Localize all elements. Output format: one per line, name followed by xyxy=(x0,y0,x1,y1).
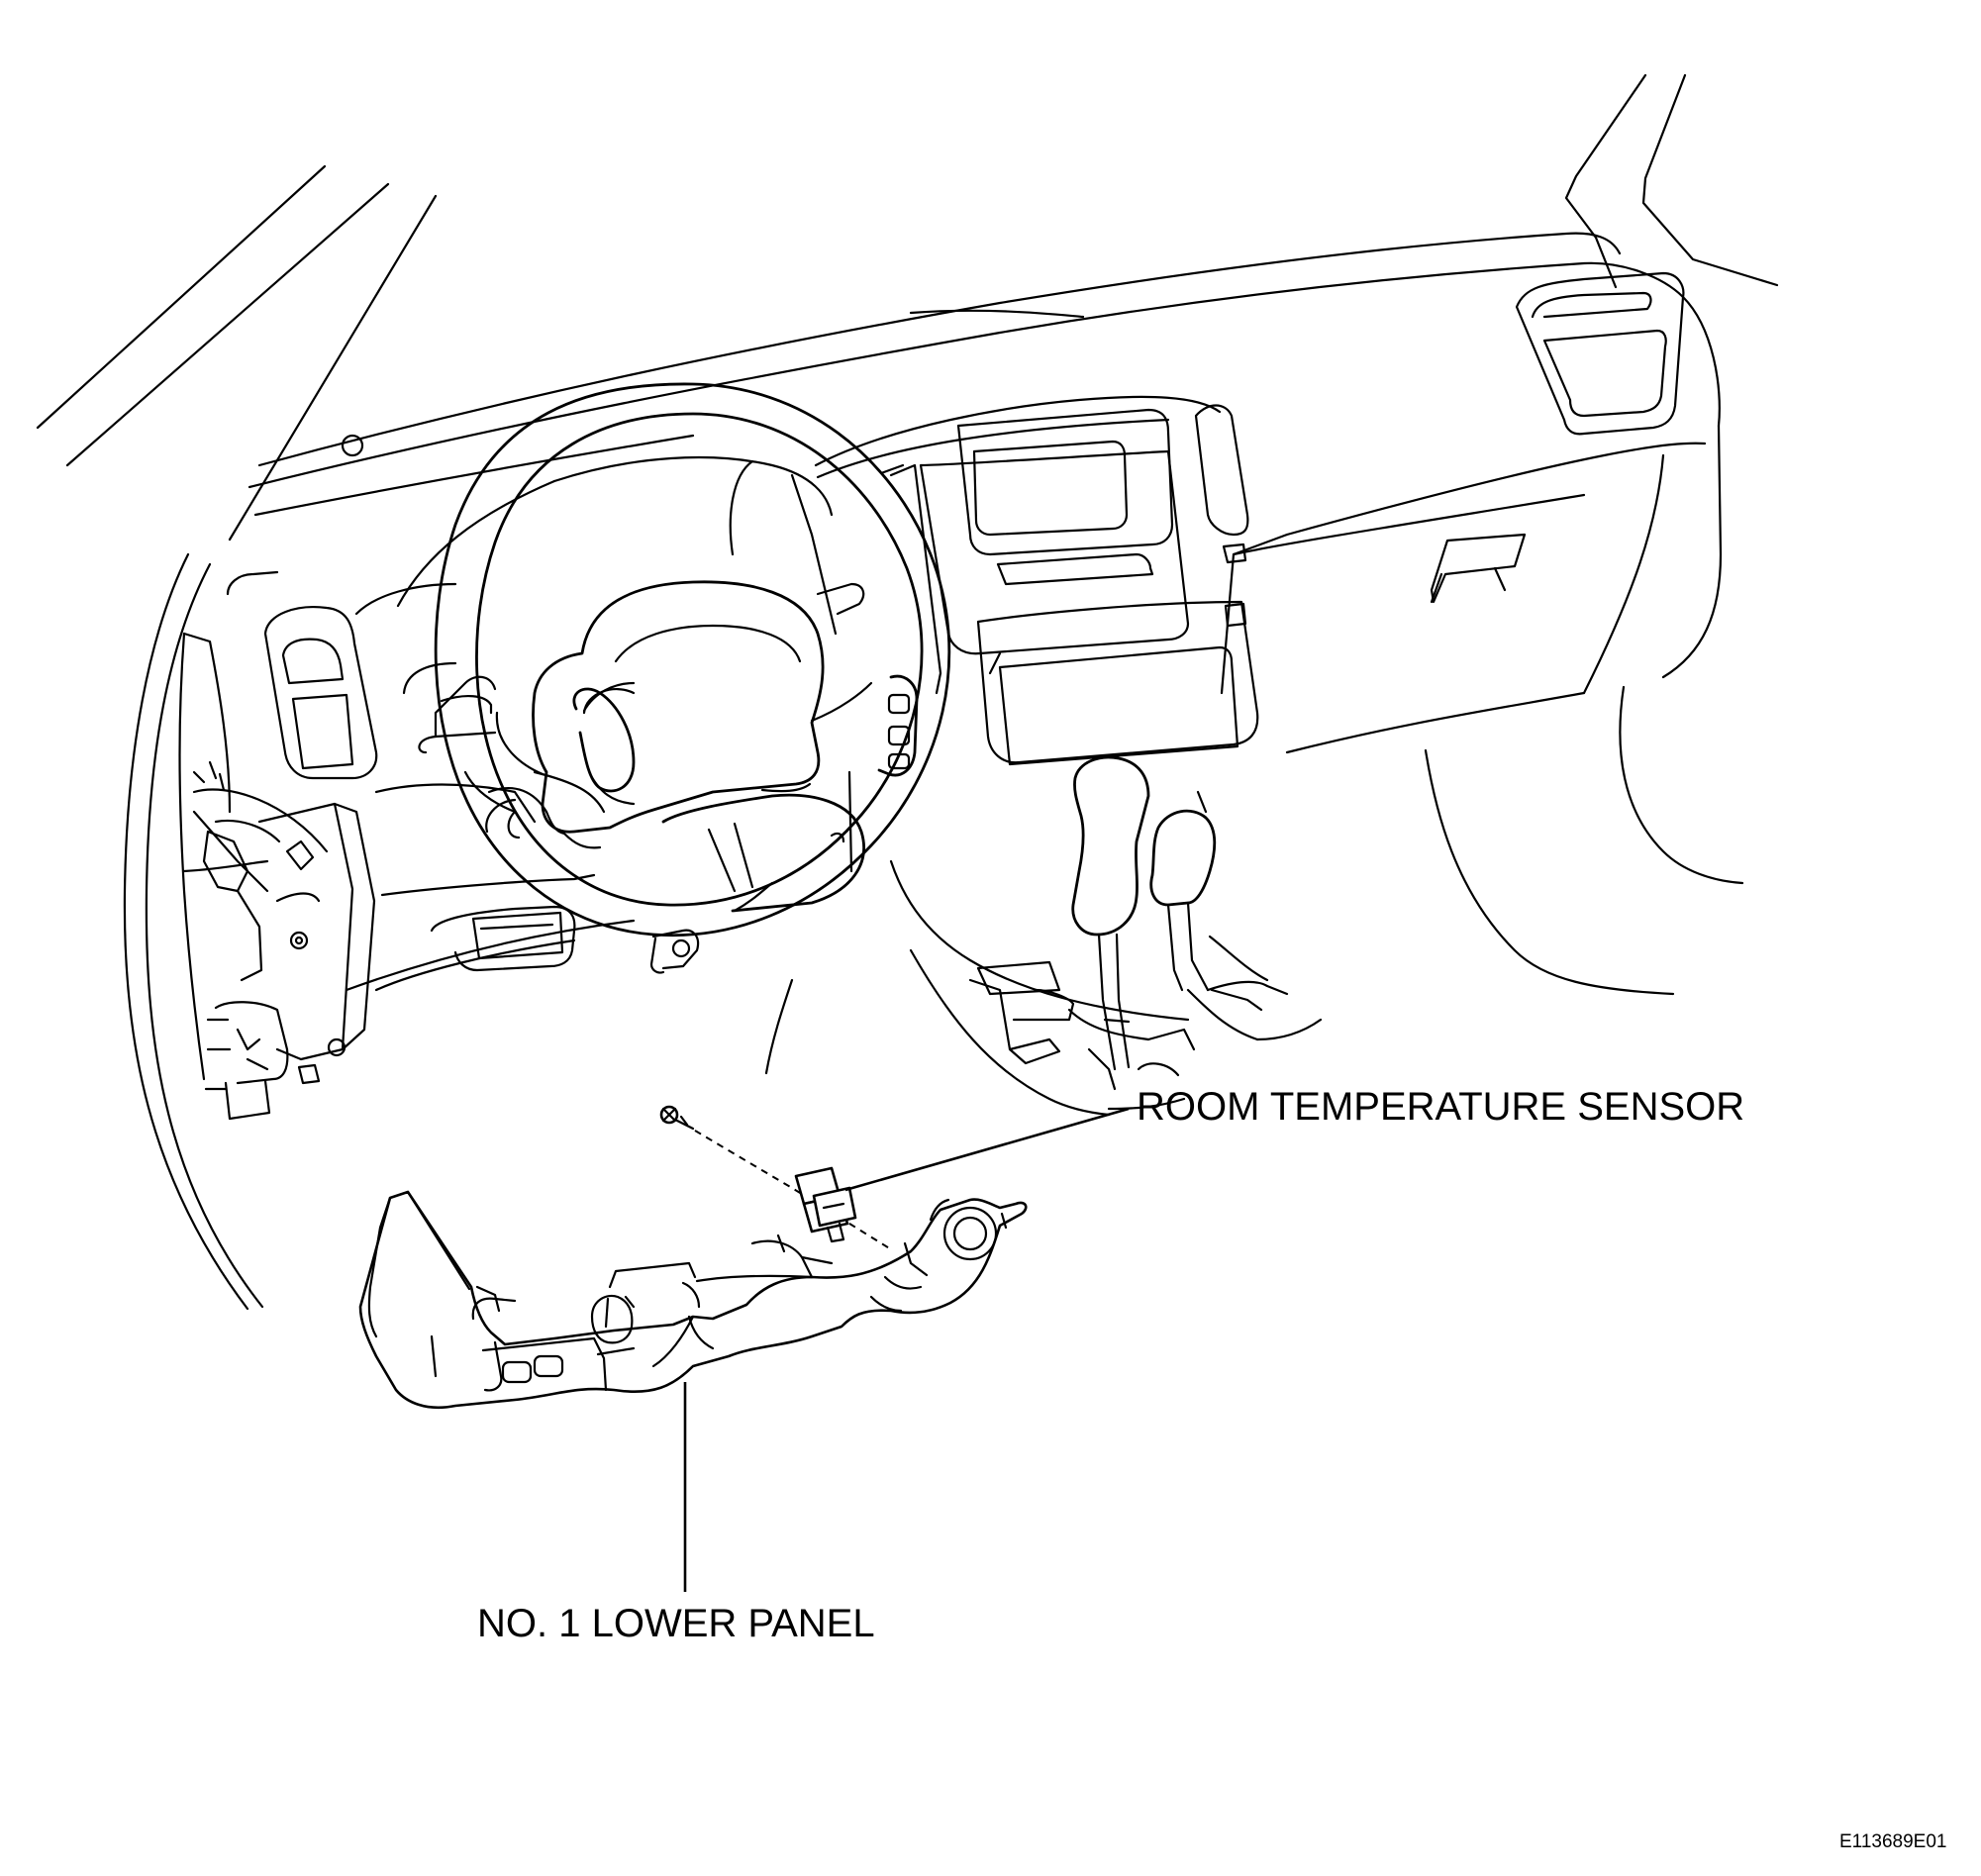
glovebox xyxy=(1220,424,1744,996)
right-pillar xyxy=(1564,73,1779,289)
center-console xyxy=(814,395,1259,766)
lower-dash xyxy=(345,675,794,1075)
a-pillar xyxy=(36,164,438,1311)
left-vent xyxy=(226,570,457,780)
dashboard-top xyxy=(248,232,1721,517)
bolt xyxy=(659,1105,695,1131)
no1-lower-panel-part xyxy=(358,1190,1028,1410)
instrument-cluster xyxy=(396,455,865,695)
room-temperature-sensor-label: ROOM TEMPERATURE SENSOR xyxy=(1137,1085,1745,1129)
console-floor xyxy=(889,859,1323,1117)
figure-code: E113689E01 xyxy=(1839,1831,1947,1852)
shift-lever xyxy=(1071,755,1217,1077)
left-bracket xyxy=(178,632,376,1121)
no1-lower-panel-label: NO. 1 LOWER PANEL xyxy=(477,1602,875,1645)
room-temperature-sensor-leader xyxy=(844,1107,1130,1192)
steering-wheel xyxy=(434,382,951,938)
right-vent xyxy=(1515,271,1685,436)
room-temperature-sensor-part xyxy=(794,1166,857,1243)
bolt-guide-line xyxy=(694,1130,892,1250)
